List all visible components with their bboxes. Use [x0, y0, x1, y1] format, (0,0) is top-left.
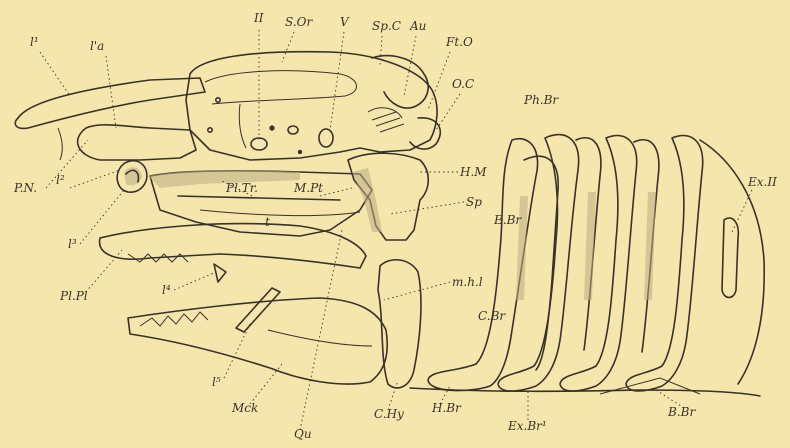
label-OC: O.C — [452, 77, 474, 91]
label-V: V — [340, 15, 350, 29]
label-PN: P.N. — [13, 181, 37, 195]
label-mhl: m.h.l — [452, 275, 483, 289]
label-group: l¹ l'a II S.Or V Sp.C Au Ft.O O.C Ph.Br … — [13, 11, 777, 441]
hyomandibular — [348, 153, 428, 240]
cranium-outline — [15, 52, 440, 160]
label-SOr: S.Or — [285, 15, 313, 29]
label-EBr: E.Br — [493, 213, 522, 227]
label-l4: l⁴ — [162, 283, 171, 297]
label-l5: l⁵ — [212, 375, 221, 389]
label-CBr: C.Br — [478, 309, 506, 323]
labial-cartilages — [117, 161, 147, 192]
label-HBr: H.Br — [431, 401, 462, 415]
label-ExII: Ex.II — [747, 175, 777, 189]
label-PhBr: Ph.Br — [523, 93, 559, 107]
label-Au: Au — [409, 19, 426, 33]
label-PlPl: Pl.Pl — [59, 289, 88, 303]
label-CHy: C.Hy — [374, 407, 404, 421]
label-Sp: Sp — [466, 195, 482, 209]
foramina — [208, 98, 333, 154]
label-PlTr: Pl.Tr. — [225, 181, 258, 195]
label-t: t — [265, 215, 270, 229]
label-l1: l¹ — [30, 35, 39, 49]
label-MPt: M.Pt — [293, 181, 323, 195]
label-ExBr1: Ex.Br¹ — [507, 419, 547, 433]
label-FtO: Ft.O — [445, 35, 473, 49]
label-l2: l² — [56, 173, 65, 187]
label-Mck: Mck — [231, 401, 258, 415]
jaws — [100, 224, 421, 388]
label-SpC: Sp.C — [372, 19, 401, 33]
label-Qu: Qu — [294, 427, 312, 441]
label-la: l'a — [90, 39, 104, 53]
label-HM: H.M — [459, 165, 487, 179]
label-l3: l³ — [68, 237, 77, 251]
label-BBr: B.Br — [667, 405, 696, 419]
label-II: II — [253, 11, 264, 25]
